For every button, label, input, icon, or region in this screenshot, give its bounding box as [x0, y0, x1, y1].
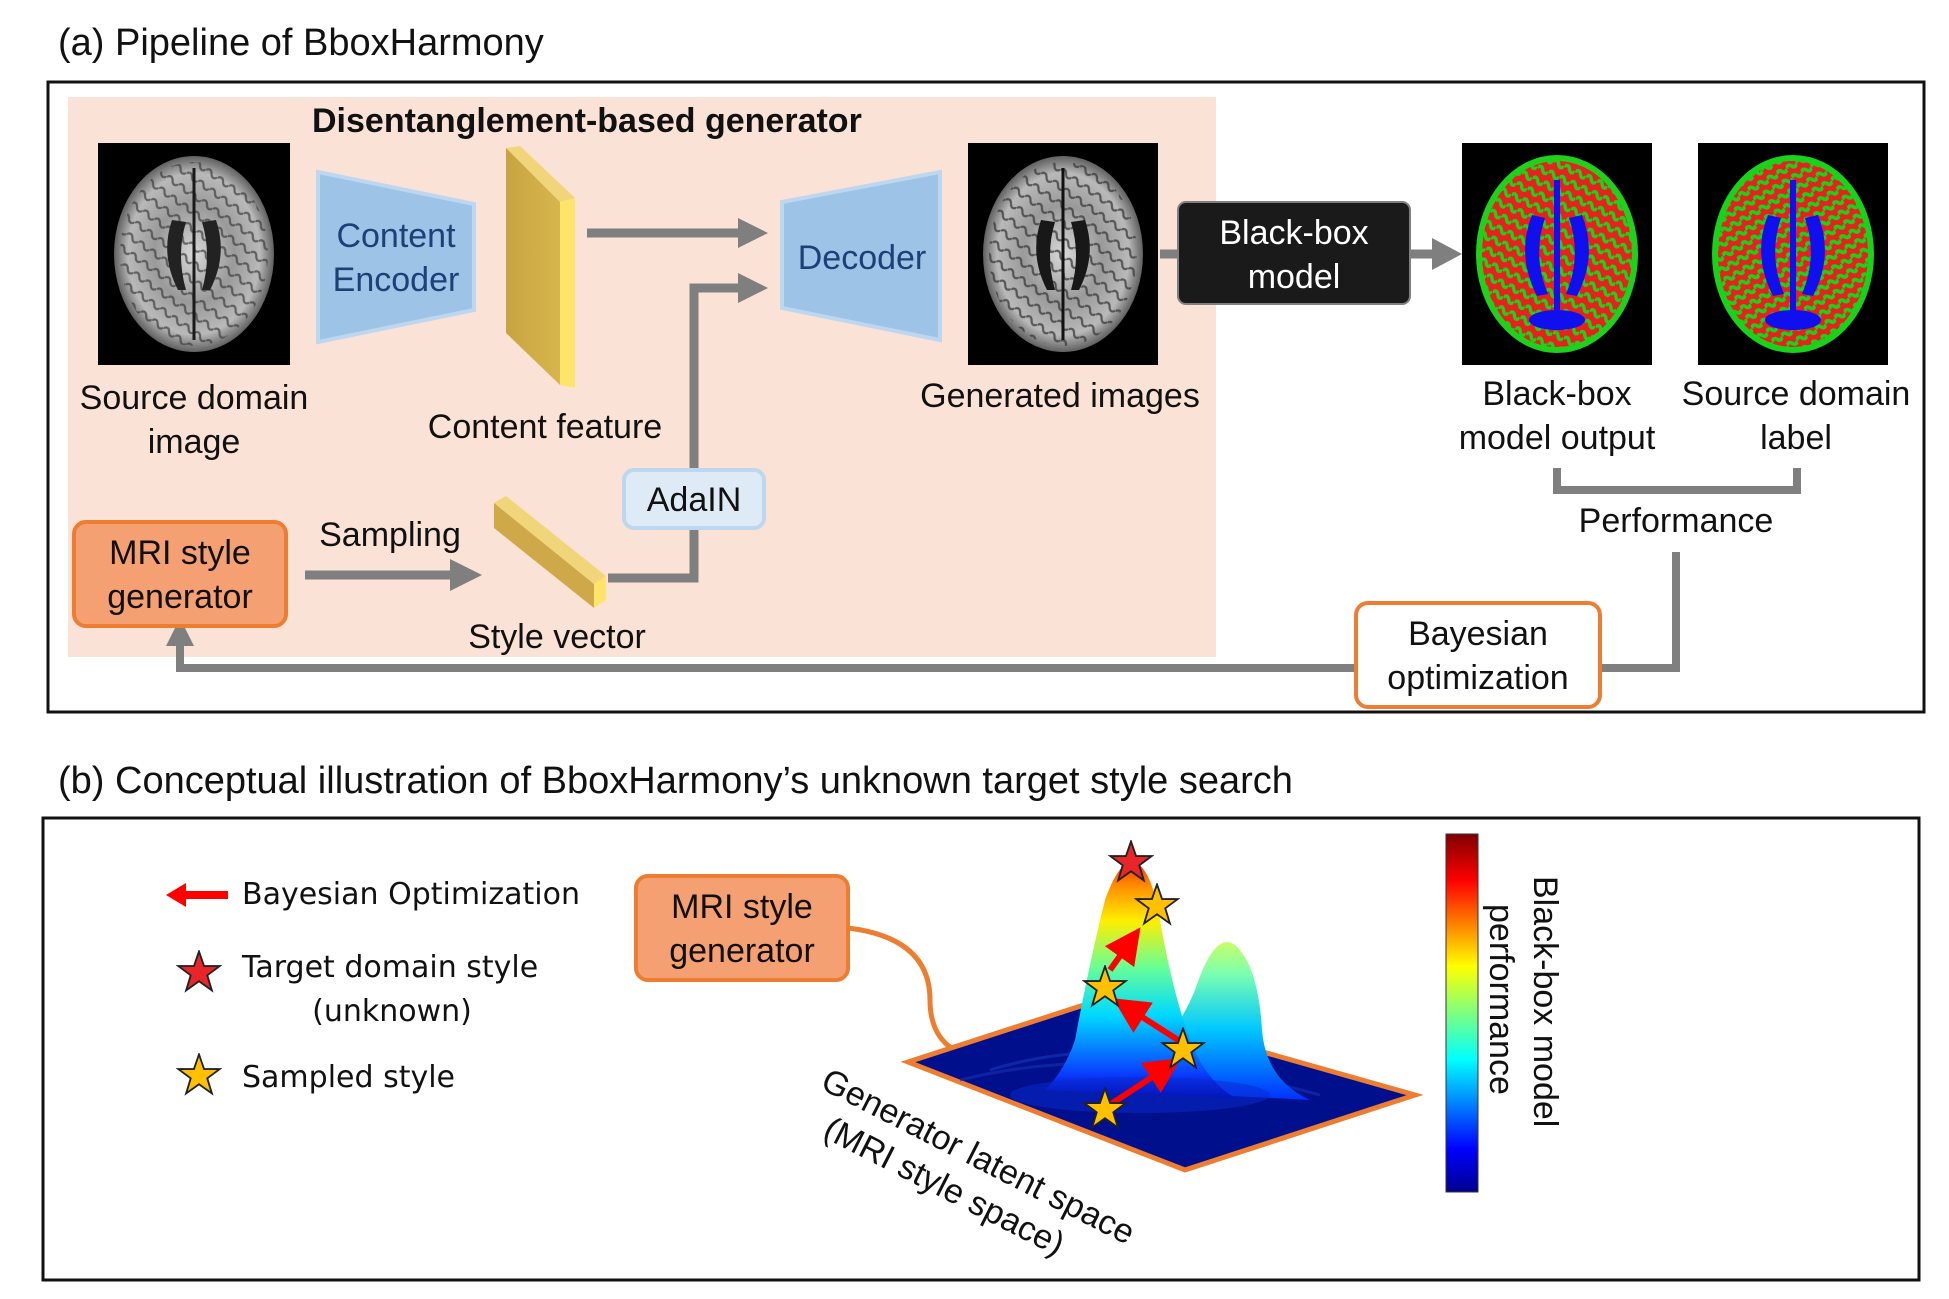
- source-image-label-1: Source domain: [80, 379, 309, 417]
- arrow-head-feature-decoder: [738, 218, 768, 248]
- source-image-label-2: image: [148, 423, 241, 461]
- bo-search-path: [1104, 927, 1182, 1109]
- blackbox-output-segmentation: [1462, 143, 1652, 365]
- performance-bracket: [1553, 468, 1801, 494]
- legend-target-star-icon: [177, 950, 221, 992]
- arrow-style-to-decoder: [608, 283, 740, 583]
- legend-sampled-star-icon: [177, 1053, 221, 1095]
- legend-target-label-2: (unknown): [312, 994, 472, 1029]
- panel-a-title: (a) Pipeline of BboxHarmony: [58, 22, 544, 64]
- mri-style-generator-a-label-1: MRI style: [109, 534, 251, 572]
- arrow-head-to-generator: [166, 618, 194, 646]
- mri-style-generator-box-a: [72, 520, 288, 628]
- arrow-head-style-decoder: [738, 273, 768, 303]
- content-encoder-label-2: Encoder: [333, 261, 460, 299]
- mri-style-generator-b-label-1: MRI style: [671, 888, 813, 926]
- adain-label: AdaIN: [647, 481, 742, 519]
- arrow-performance-to-bo: [1600, 552, 1680, 672]
- content-encoder-block: [316, 169, 476, 345]
- blackbox-output-label-1: Black-box: [1482, 375, 1631, 413]
- mri-style-generator-a-label-2: generator: [107, 578, 253, 616]
- decoder-label: Decoder: [798, 239, 927, 277]
- panel-b-frame: [41, 816, 1921, 1282]
- colorbar-label-2: performance: [1482, 904, 1520, 1095]
- mri-style-generator-b-label-2: generator: [669, 932, 815, 970]
- arrow-head-blackbox-output: [1432, 238, 1462, 270]
- arrow-bo-to-generator: [176, 640, 1356, 672]
- legend-bo-arrow-icon: [166, 883, 228, 907]
- performance-colorbar: [1445, 833, 1479, 1193]
- generator-title: Disentanglement-based generator: [312, 102, 862, 140]
- content-feature-slab: [506, 146, 575, 388]
- blackbox-model-label-1: Black-box: [1219, 214, 1368, 252]
- colorbar-label: Black-box model performance: [1482, 876, 1564, 1127]
- generated-images-label: Generated images: [920, 377, 1200, 415]
- blackbox-model-box: [1177, 201, 1411, 305]
- legend-sampled-label: Sampled style: [242, 1060, 455, 1095]
- source-brain-image: [98, 143, 290, 365]
- arrow-head-sampling: [450, 559, 482, 591]
- blackbox-output-label-2: model output: [1459, 419, 1656, 457]
- legend-bayes-label: Bayesian Optimization: [242, 877, 580, 912]
- sampling-label: Sampling: [319, 516, 461, 554]
- colorbar-label-1: Black-box model: [1526, 876, 1564, 1127]
- adain-box: [622, 468, 766, 530]
- bayesian-optimization-box: [1354, 601, 1602, 709]
- blackbox-model-label-2: model: [1248, 258, 1341, 296]
- decoder-block: [780, 169, 942, 343]
- legend-target-label-1: Target domain style: [241, 950, 538, 985]
- generated-brain-image: [968, 143, 1158, 365]
- source-domain-label-segmentation: [1698, 143, 1888, 365]
- source-domain-label-text-2: label: [1760, 419, 1832, 457]
- bayesian-optimization-label-2: optimization: [1387, 659, 1568, 697]
- content-feature-label: Content feature: [428, 408, 662, 446]
- bayesian-optimization-label-1: Bayesian: [1408, 615, 1548, 653]
- performance-label: Performance: [1579, 502, 1774, 540]
- style-vector-label: Style vector: [468, 618, 646, 656]
- style-vector-bar: [494, 496, 606, 608]
- content-encoder-label-1: Content: [336, 217, 456, 255]
- panel-b-title: (b) Conceptual illustration of BboxHarmo…: [58, 760, 1293, 802]
- source-domain-label-text-1: Source domain: [1682, 375, 1911, 413]
- panel-a-frame: [46, 80, 1926, 714]
- legend: Bayesian Optimization Target domain styl…: [166, 877, 580, 1095]
